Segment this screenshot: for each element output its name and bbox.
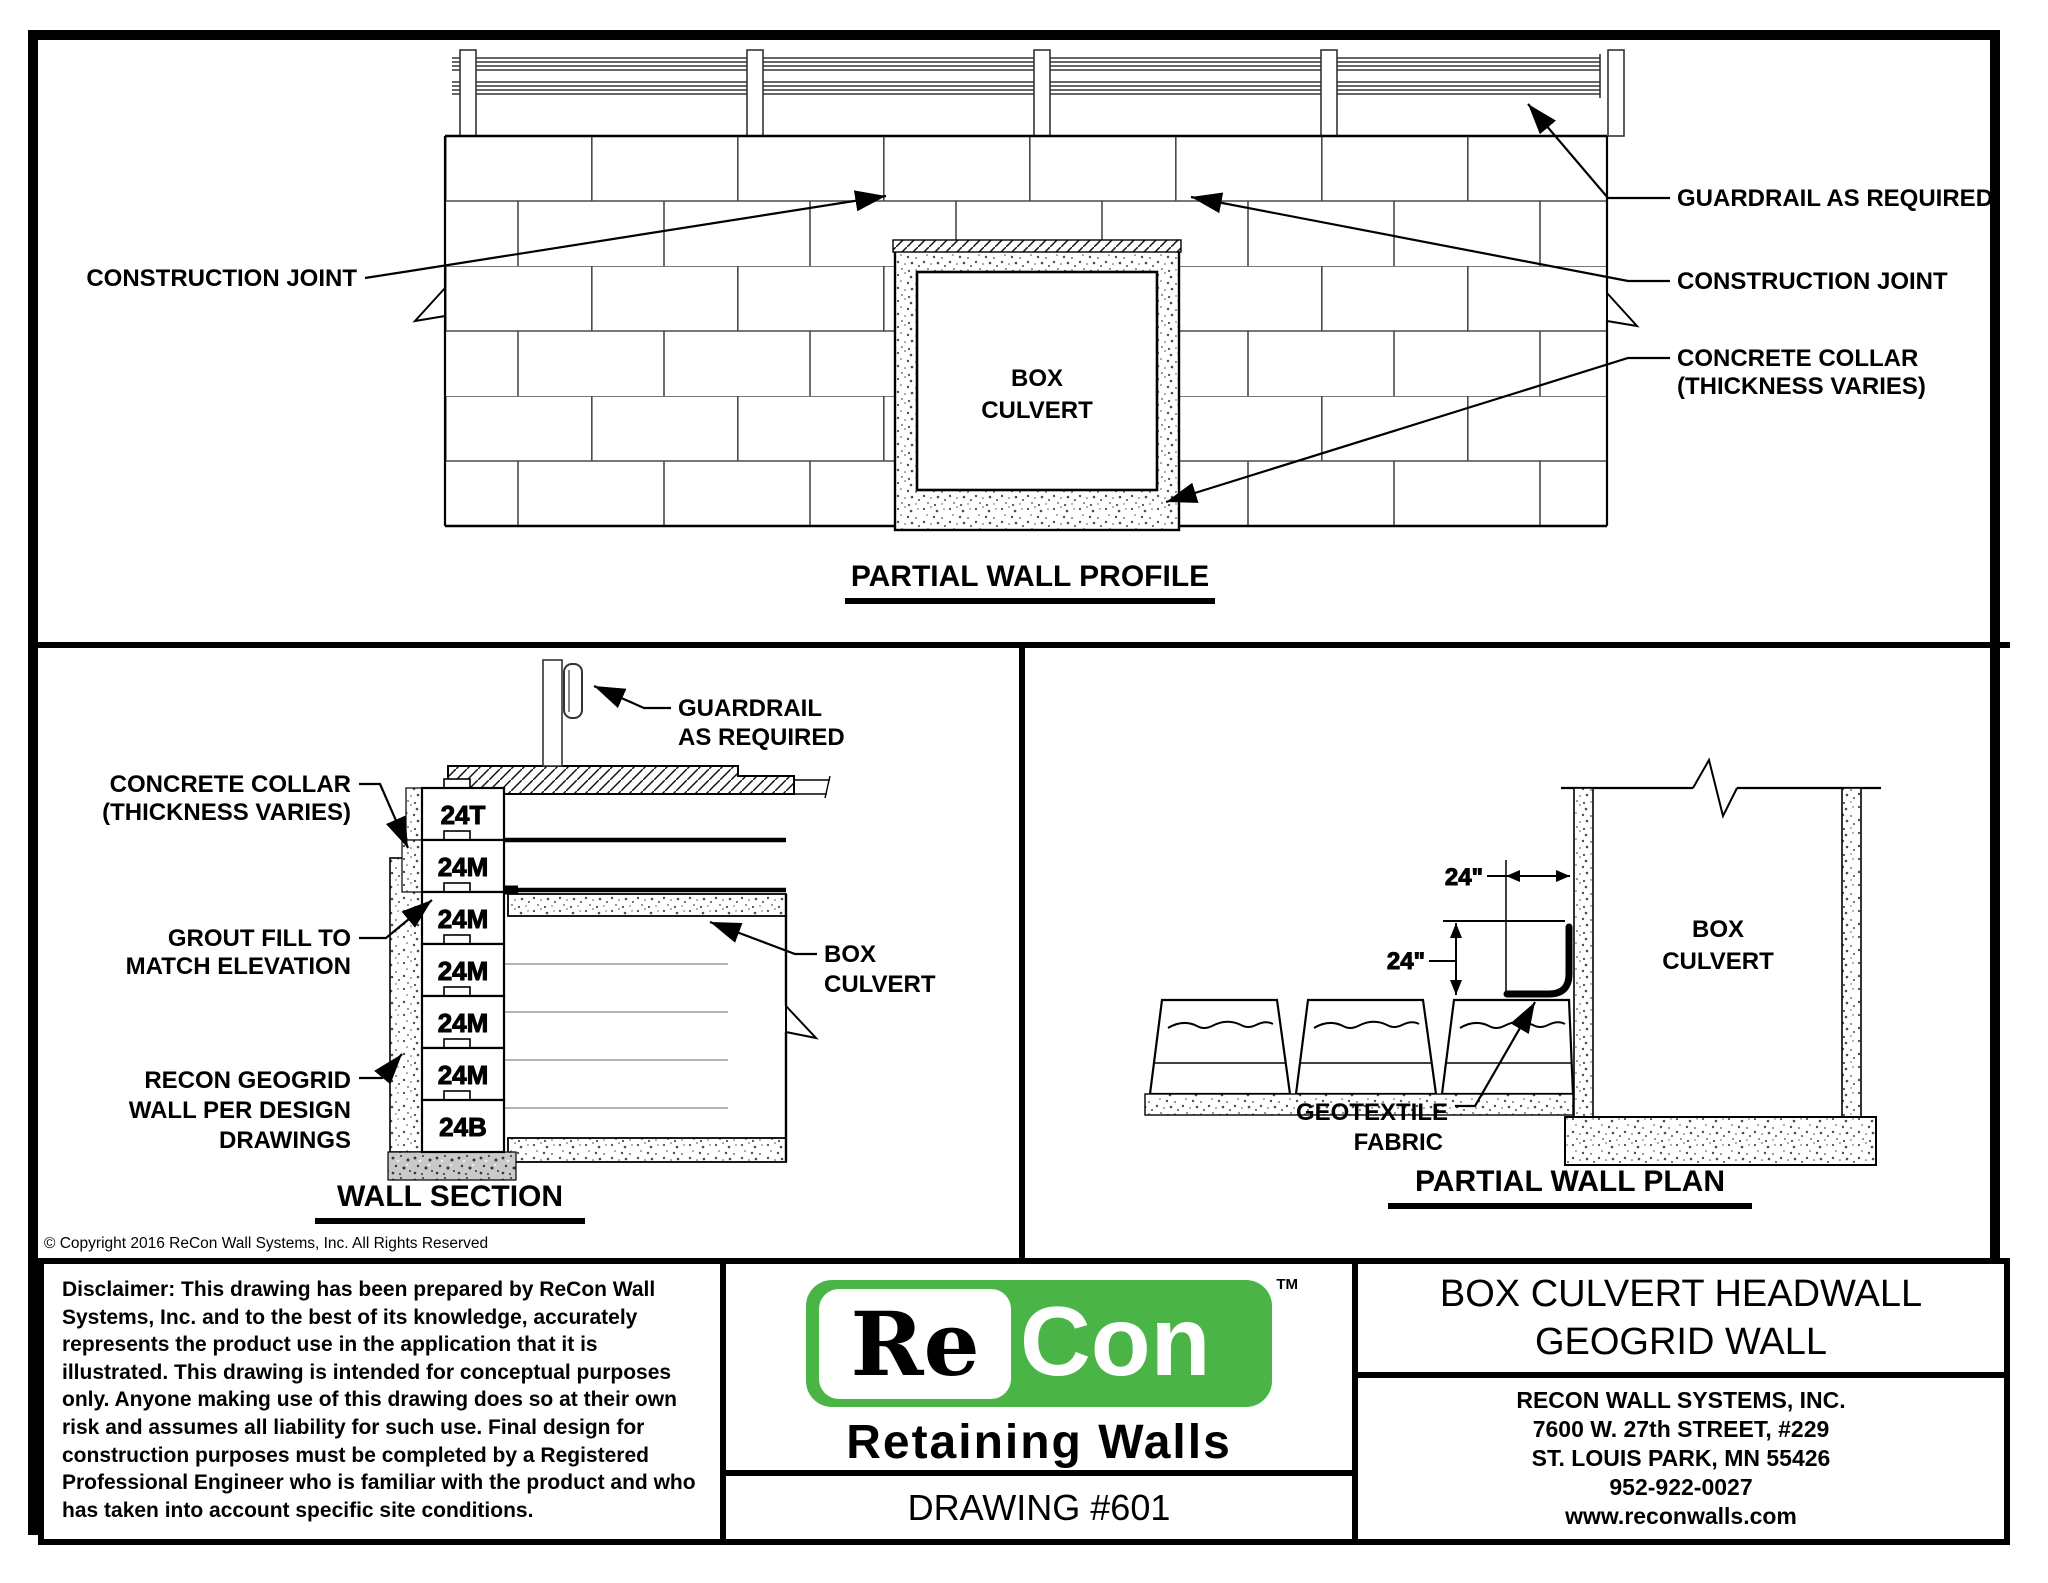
profile-title: PARTIAL WALL PROFILE — [851, 560, 1209, 593]
box-culvert-plan: BOX CULVERT — [1561, 757, 1881, 1166]
geotextile-fabric-line — [1503, 923, 1573, 998]
company-address2: ST. LOUIS PARK, MN 55426 — [1531, 1445, 1831, 1471]
geotextile-label: GEOTEXTILE — [1296, 1099, 1448, 1126]
logo-tagline: Retaining Walls — [846, 1416, 1232, 1469]
svg-text:(THICKNESS VARIES): (THICKNESS VARIES) — [102, 799, 351, 826]
svg-text:24M: 24M — [438, 852, 489, 882]
grout-fill-label: GROUT FILL TO — [168, 925, 351, 952]
section-leaders — [359, 684, 817, 1085]
company-address1: 7600 W. 27th STREET, #229 — [1532, 1416, 1830, 1442]
break-line-top — [1692, 757, 1738, 819]
drawing-number: DRAWING #601 — [907, 1486, 1171, 1528]
geotextile-leader — [1455, 1001, 1536, 1108]
svg-text:(THICKNESS VARIES): (THICKNESS VARIES) — [1677, 373, 1926, 400]
svg-text:WALL PER DESIGN: WALL PER DESIGN — [129, 1097, 351, 1124]
box-culvert-plan-label: BOX — [1692, 916, 1744, 943]
block-24t: 24T — [420, 778, 506, 842]
wall-blocks-plan — [1144, 998, 1575, 1116]
concrete-collar-section-label: CONCRETE COLLAR — [110, 771, 351, 798]
block-front-strip — [1144, 1093, 1574, 1116]
plan-title-underline — [1388, 1203, 1752, 1209]
guardrail-label: GUARDRAIL AS REQUIRED — [1677, 185, 1993, 212]
block-stack: 24T 24M 24M 24M 24M — [401, 778, 506, 1154]
logo-re-text: Re — [850, 1292, 980, 1396]
dim-height-label: 24" — [1387, 948, 1425, 975]
title-block-strip: Disclaimer: This drawing has been prepar… — [38, 1258, 2010, 1545]
company-name: RECON WALL SYSTEMS, INC. — [1516, 1387, 1846, 1413]
concrete-collar-section — [389, 857, 423, 1153]
guardrail-section — [542, 659, 583, 767]
guardrail-elevation — [452, 49, 1625, 137]
box-culvert-section-label: BOX — [824, 941, 876, 968]
box-culvert-profile: BOX CULVERT — [892, 239, 1182, 532]
svg-text:24B: 24B — [439, 1112, 487, 1142]
svg-text:CULVERT: CULVERT — [1662, 948, 1774, 975]
sheet-title: BOX CULVERT HEADWALL GEOGRID WALL — [1358, 1264, 2004, 1378]
svg-text:24M: 24M — [438, 1060, 489, 1090]
culvert-footing — [1564, 1116, 1877, 1166]
sheet-title-line1: BOX CULVERT HEADWALL — [1439, 1273, 1923, 1315]
dim-offset-label: 24" — [1445, 864, 1483, 891]
company-phone: 952-922-0027 — [1609, 1474, 1753, 1500]
logo-area: Re Con TM Retaining Walls — [726, 1264, 1352, 1476]
break-line — [785, 1003, 819, 1040]
svg-text:24M: 24M — [438, 956, 489, 986]
company-website: www.reconwalls.com — [1565, 1503, 1797, 1529]
geogrid-layers — [504, 963, 728, 1109]
profile-leaders — [364, 103, 1670, 504]
partial-wall-plan-panel: BOX CULVERT — [1144, 757, 1881, 1209]
company-info: RECON WALL SYSTEMS, INC. 7600 W. 27th ST… — [1358, 1378, 2004, 1539]
disclaimer-box: Disclaimer: This drawing has been prepar… — [38, 1258, 726, 1545]
logo-con-text: Con — [1020, 1286, 1211, 1396]
break-line-right — [1606, 290, 1640, 328]
block-24m-4: 24M — [420, 986, 506, 1050]
construction-joint-left-label: CONSTRUCTION JOINT — [86, 265, 357, 292]
box-culvert-section — [507, 893, 819, 1163]
panel-divider-horizontal — [38, 642, 2010, 648]
geogrid-wall-label: RECON GEOGRID — [144, 1067, 351, 1094]
block-24m-3: 24M — [420, 934, 506, 998]
svg-text:FABRIC: FABRIC — [1354, 1129, 1443, 1156]
wall-section-panel: 24T 24M 24M 24M 24M — [44, 659, 936, 1252]
break-line-left — [412, 285, 446, 323]
gravel-base — [387, 1151, 517, 1181]
box-culvert-label: BOX — [1011, 365, 1063, 392]
recon-logo: Re Con TM — [806, 1276, 1298, 1407]
svg-text:CULVERT: CULVERT — [824, 971, 936, 998]
svg-text:24M: 24M — [438, 1008, 489, 1038]
sheet-title-box: BOX CULVERT HEADWALL GEOGRID WALL RECON … — [1352, 1258, 2010, 1545]
plan-title: PARTIAL WALL PLAN — [1415, 1165, 1725, 1198]
dimension-offset: 24" — [1444, 860, 1570, 997]
svg-text:CULVERT: CULVERT — [981, 397, 1093, 424]
trademark-symbol: TM — [1276, 1276, 1298, 1293]
dimension-height: 24" — [1386, 920, 1565, 995]
section-title-underline — [315, 1218, 585, 1224]
collar-top-hatch — [892, 239, 1182, 253]
disclaimer-text: Disclaimer: This drawing has been prepar… — [62, 1278, 696, 1522]
concrete-collar-label: CONCRETE COLLAR — [1677, 345, 1918, 372]
logo-re-badge: Re — [819, 1289, 1011, 1399]
svg-text:AS REQUIRED: AS REQUIRED — [678, 724, 845, 751]
svg-text:DRAWINGS: DRAWINGS — [219, 1127, 351, 1154]
logo-box: Re Con TM Retaining Walls DRAWING #601 — [720, 1258, 1358, 1545]
block-24b: 24B — [420, 1090, 506, 1154]
copyright-text: © Copyright 2016 ReCon Wall Systems, Inc… — [44, 1235, 488, 1252]
guardrail-section-label: GUARDRAIL — [678, 695, 822, 722]
section-title: WALL SECTION — [337, 1180, 563, 1213]
construction-joint-right-label: CONSTRUCTION JOINT — [1677, 268, 1948, 295]
svg-text:24T: 24T — [441, 800, 486, 830]
svg-text:MATCH ELEVATION: MATCH ELEVATION — [126, 953, 351, 980]
svg-text:24M: 24M — [438, 904, 489, 934]
sheet-title-line2: GEOGRID WALL — [1534, 1321, 1828, 1363]
partial-wall-profile-panel: BOX CULVERT CONSTRUCTION JOINT GUARDRAIL… — [86, 49, 1993, 604]
panel-divider-vertical — [1019, 648, 1025, 1258]
profile-title-underline — [845, 598, 1215, 604]
